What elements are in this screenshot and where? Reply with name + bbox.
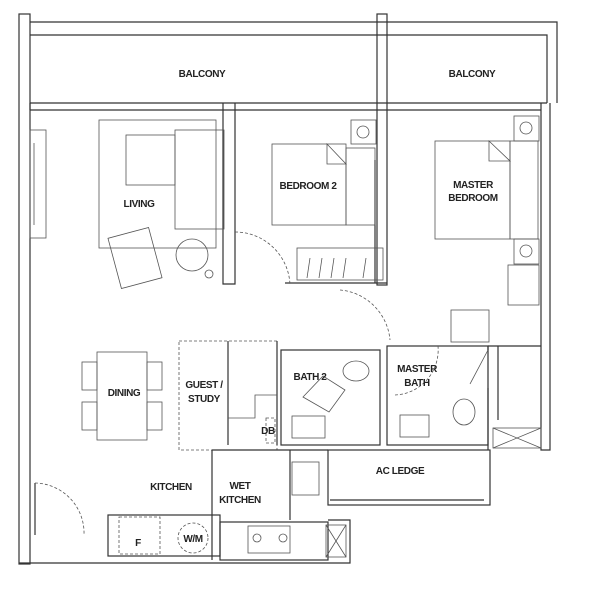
room-label-guest: GUEST / [185,380,223,391]
room-label-living: LIVING [124,199,156,210]
room-label-kitchen: KITCHEN [150,482,192,493]
fridge-label: F [135,538,141,549]
room-label-master-bath-1: MASTER [397,364,438,375]
room-label-db: DB [261,426,275,437]
doors [34,231,489,536]
room-label-master-bath-2: BATH [404,378,430,389]
room-label-wet-kitchen-2: KITCHEN [219,495,261,506]
room-label-master-bedroom-2: BEDROOM [448,193,497,204]
room-label-dining: DINING [108,388,141,399]
room-label-master-bedroom-1: MASTER [453,180,494,191]
room-label-study: STUDY [188,394,221,405]
room-label-wet-kitchen-1: WET [229,481,250,492]
room-label-bath-2: BATH 2 [294,372,328,383]
room-label-ac-ledge: AC LEDGE [376,466,425,477]
walls [18,13,558,565]
room-label-balcony-left: BALCONY [179,69,226,80]
room-label-bedroom-2: BEDROOM 2 [280,181,338,192]
furniture [81,115,542,555]
room-label-balcony-right: BALCONY [449,69,496,80]
washing-machine-label: W/M [183,534,202,545]
